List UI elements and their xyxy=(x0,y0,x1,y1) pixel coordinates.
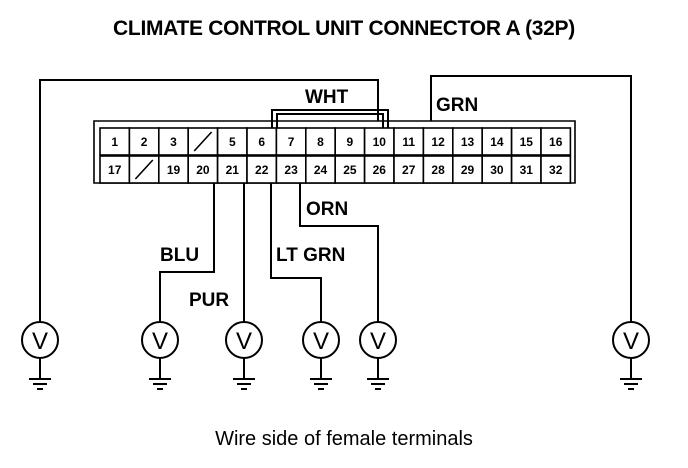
orn-wire xyxy=(299,183,379,322)
pin-cell-top: 1 xyxy=(99,127,131,156)
pin-cell-bottom: 19 xyxy=(158,155,190,184)
grn-wire xyxy=(430,75,632,322)
pin-number: 3 xyxy=(170,135,177,149)
pin-number: 17 xyxy=(108,163,122,177)
ground-icon xyxy=(367,378,389,390)
pin-number: 32 xyxy=(549,163,563,177)
pin-number: 19 xyxy=(167,163,181,177)
pin-cell-bottom xyxy=(128,155,160,184)
voltmeter-symbol: V xyxy=(236,328,252,355)
orn-label: ORN xyxy=(306,199,348,220)
pin-number: 16 xyxy=(549,135,563,149)
voltmeter-symbol: V xyxy=(370,328,386,355)
voltmeter-symbol: V xyxy=(313,328,329,355)
pin-number: 2 xyxy=(141,135,148,149)
voltmeter-symbol: V xyxy=(152,328,168,355)
pin-cell-top: 14 xyxy=(481,127,513,156)
diagram-caption: Wire side of female terminals xyxy=(215,428,473,450)
pin-number: 9 xyxy=(347,135,354,149)
voltmeter-symbol: V xyxy=(623,328,639,355)
pin-cell-top: 6 xyxy=(246,127,278,156)
pin-cell-top: 13 xyxy=(451,127,483,156)
pin-number: 7 xyxy=(288,135,295,149)
grn-label: GRN xyxy=(436,95,478,116)
pin-number: 23 xyxy=(284,163,298,177)
pin-cell-bottom: 30 xyxy=(481,155,513,184)
pin-cell-bottom: 27 xyxy=(393,155,425,184)
voltmeter-icon: V xyxy=(21,321,59,390)
pin-cell-top: 10 xyxy=(363,127,395,156)
pin-cell-bottom: 24 xyxy=(304,155,336,184)
pin-number: 1 xyxy=(111,135,118,149)
voltmeter-icon: V xyxy=(225,321,263,390)
pin-cell-bottom: 23 xyxy=(275,155,307,184)
pin-cell-bottom: 26 xyxy=(363,155,395,184)
ground-icon xyxy=(620,378,642,390)
voltmeter-icon: V xyxy=(141,321,179,390)
pin-cell-top: 8 xyxy=(304,127,336,156)
pin-number: 25 xyxy=(343,163,357,177)
pin-number: 14 xyxy=(490,135,504,149)
pin-number: 21 xyxy=(226,163,240,177)
pin-number: 31 xyxy=(520,163,534,177)
pin-cell-top: 11 xyxy=(393,127,425,156)
pin-number: 28 xyxy=(431,163,445,177)
pin-number: 24 xyxy=(314,163,328,177)
ground-icon xyxy=(310,378,332,390)
wht-wire xyxy=(271,109,389,128)
pur-label: PUR xyxy=(189,290,229,311)
pin-number: 8 xyxy=(317,135,324,149)
lt-grn-wire xyxy=(270,183,322,322)
voltmeter-icon: V xyxy=(612,321,650,390)
connector-bottom-row: 17 19 20 21 22 23 24 25 26 27 28 29 30 31 32 xyxy=(99,155,572,184)
pin-cell-bottom: 32 xyxy=(540,155,572,184)
pin-cell-top: 16 xyxy=(540,127,572,156)
pin-cell-top xyxy=(187,127,219,156)
wht-label: WHT xyxy=(305,87,349,108)
lt-grn-label: LT GRN xyxy=(276,245,345,266)
pin-cell-top: 12 xyxy=(422,127,454,156)
pin-cell-bottom: 29 xyxy=(451,155,483,184)
wht-wire-inner xyxy=(276,113,384,128)
ground-icon xyxy=(149,378,171,390)
voltmeter-symbol: V xyxy=(32,328,48,355)
pin-cell-bottom: 20 xyxy=(187,155,219,184)
pin-cell-bottom: 22 xyxy=(246,155,278,184)
pin-number: 6 xyxy=(258,135,265,149)
pin-cell-top: 9 xyxy=(334,127,366,156)
pin-cell-bottom: 21 xyxy=(216,155,248,184)
pin-number: 26 xyxy=(373,163,387,177)
pin-cell-top: 3 xyxy=(158,127,190,156)
pin-cell-bottom: 31 xyxy=(510,155,542,184)
wire-pin1-to-meter xyxy=(39,79,379,322)
pin-number: 22 xyxy=(255,163,269,177)
pin-cell-bottom: 28 xyxy=(422,155,454,184)
pin-number: 10 xyxy=(373,135,387,149)
pin-number: 29 xyxy=(461,163,475,177)
pin-cell-top: 5 xyxy=(216,127,248,156)
pin-cell-top: 15 xyxy=(510,127,542,156)
pin-number: 27 xyxy=(402,163,416,177)
blu-wire xyxy=(159,183,215,322)
pin-cell-top: 7 xyxy=(275,127,307,156)
pin-number: 11 xyxy=(402,135,415,149)
pin-number: 15 xyxy=(520,135,534,149)
pin-number: 30 xyxy=(490,163,504,177)
pin-number: 13 xyxy=(461,135,475,149)
pin-cell-bottom: 25 xyxy=(334,155,366,184)
pin-cell-top: 2 xyxy=(128,127,160,156)
pin-cell-bottom: 17 xyxy=(99,155,131,184)
pin-number: 5 xyxy=(229,135,236,149)
blu-label: BLU xyxy=(160,245,199,266)
diagram-title: CLIMATE CONTROL UNIT CONNECTOR A (32P) xyxy=(113,17,575,40)
pin-number: 20 xyxy=(196,163,210,177)
voltmeter-icon: V xyxy=(302,321,340,390)
ground-icon xyxy=(233,378,255,390)
voltmeter-icon: V xyxy=(359,321,397,390)
ground-icon xyxy=(29,378,51,390)
pin-number: 12 xyxy=(431,135,445,149)
